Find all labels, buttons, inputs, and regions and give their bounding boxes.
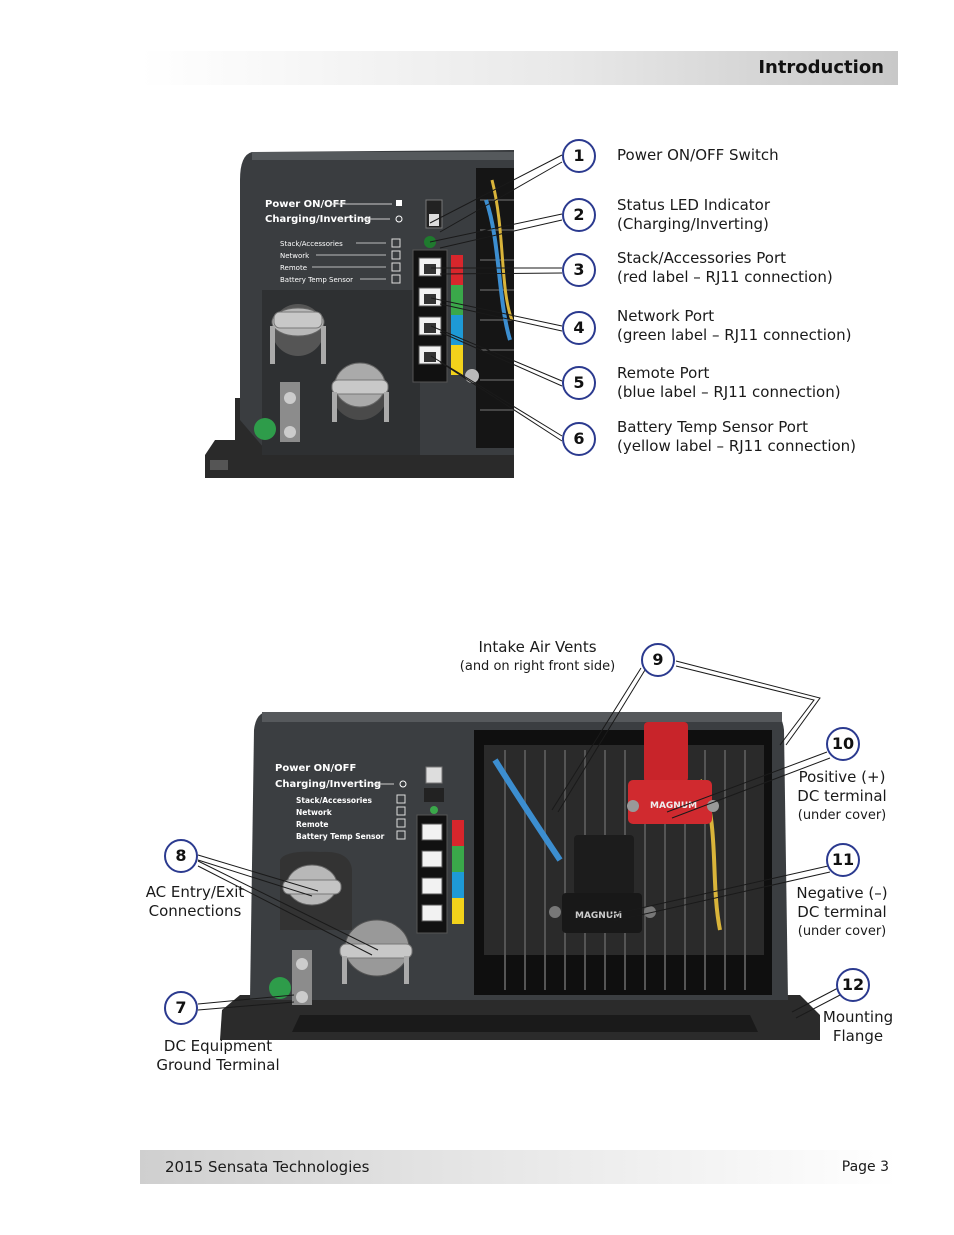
callout-5-label: Remote Port (blue label – RJ11 connectio…: [617, 364, 841, 402]
callout-8-label: AC Entry/Exit Connections: [135, 883, 255, 921]
panel-label-remote-b: Remote: [296, 820, 329, 829]
callout-6-line1: Battery Temp Sensor Port: [617, 418, 808, 436]
page-title: Introduction: [758, 57, 884, 78]
callout-9-label: Intake Air Vents (and on right front sid…: [440, 638, 635, 676]
negative-cover-text: MAGNUM: [575, 911, 622, 921]
callout-10: 10: [826, 727, 860, 761]
callout-3-label: Stack/Accessories Port (red label – RJ11…: [617, 249, 833, 287]
callout-5: 5: [562, 366, 596, 400]
callout-4-line1: Network Port: [617, 307, 715, 325]
callout-6-label: Battery Temp Sensor Port (yellow label –…: [617, 418, 856, 456]
page-number: Page 3: [841, 1159, 889, 1175]
callout-1-line1: Power ON/OFF Switch: [617, 146, 779, 164]
panel-label-network: Network: [280, 252, 310, 260]
callout-8-line2: Connections: [148, 902, 242, 920]
panel-label-power: Power ON/OFF: [265, 199, 346, 210]
callout-7-label: DC Equipment Ground Terminal: [143, 1037, 293, 1075]
callout-10-label: Positive (+) DC terminal (under cover): [787, 768, 897, 825]
footer-bar: 2015 Sensata Technologies Page 3: [140, 1150, 898, 1184]
panel-label-battery: Battery Temp Sensor: [280, 276, 353, 284]
callout-7: 7: [164, 991, 198, 1025]
positive-cover-text: MAGNUM: [650, 801, 697, 811]
callout-11-label: Negative (–) DC terminal (under cover): [787, 884, 897, 941]
callout-11-line2: DC terminal: [797, 903, 887, 921]
callout-3-line2: (red label – RJ11 connection): [617, 268, 833, 286]
callout-10-line1: Positive (+): [798, 768, 886, 786]
footer-copyright: 2015 Sensata Technologies: [165, 1158, 370, 1176]
callout-12-line1: Mounting: [822, 1008, 894, 1026]
callout-7-line2: Ground Terminal: [156, 1056, 280, 1074]
panel-label-charging: Charging/Inverting: [265, 214, 371, 225]
callout-9-line1: Intake Air Vents: [478, 638, 597, 656]
callout-8: 8: [164, 839, 198, 873]
callout-10-line3: (under cover): [797, 808, 887, 823]
header-bar: Introduction: [140, 51, 898, 85]
callout-12-label: Mounting Flange: [808, 1008, 908, 1046]
callout-11-line3: (under cover): [797, 924, 887, 939]
callout-6: 6: [562, 422, 596, 456]
callout-7-line1: DC Equipment: [163, 1037, 273, 1055]
callout-1-label: Power ON/OFF Switch: [617, 146, 779, 165]
panel-label-network-b: Network: [296, 808, 333, 817]
callout-9: 9: [641, 643, 675, 677]
callout-2-line2: (Charging/Inverting): [617, 215, 769, 233]
callout-10-line2: DC terminal: [797, 787, 887, 805]
callout-11-line1: Negative (–): [796, 884, 888, 902]
callout-3-line1: Stack/Accessories Port: [617, 249, 786, 267]
callout-11: 11: [826, 843, 860, 877]
callout-5-line1: Remote Port: [617, 364, 710, 382]
top-figure: Power ON/OFF Charging/Inverting Stack/Ac…: [205, 150, 563, 478]
callout-2: 2: [562, 198, 596, 232]
callout-2-label: Status LED Indicator (Charging/Inverting…: [617, 196, 770, 234]
callout-3: 3: [562, 253, 596, 287]
callout-5-line2: (blue label – RJ11 connection): [617, 383, 841, 401]
callout-6-line2: (yellow label – RJ11 connection): [617, 437, 857, 455]
callout-4-label: Network Port (green label – RJ11 connect…: [617, 307, 851, 345]
callout-4-line2: (green label – RJ11 connection): [617, 326, 852, 344]
callout-12-line2: Flange: [832, 1027, 884, 1045]
callout-9-line2: (and on right front side): [459, 659, 616, 674]
bottom-figure: MAGNUM MAGNUM Power ON/OFF Charging/Inve…: [197, 660, 843, 1040]
panel-label-stack-b: Stack/Accessories: [296, 796, 372, 805]
panel-label-power-b: Power ON/OFF: [275, 763, 356, 774]
callout-2-line1: Status LED Indicator: [617, 196, 771, 214]
panel-label-remote: Remote: [280, 264, 307, 272]
callout-4: 4: [562, 311, 596, 345]
callout-1: 1: [562, 139, 596, 173]
panel-label-battery-b: Battery Temp Sensor: [296, 832, 385, 841]
panel-label-charging-b: Charging/Inverting: [275, 779, 381, 790]
callout-12: 12: [836, 968, 870, 1002]
panel-label-stack: Stack/Accessories: [280, 240, 343, 248]
callout-8-line1: AC Entry/Exit: [145, 883, 245, 901]
